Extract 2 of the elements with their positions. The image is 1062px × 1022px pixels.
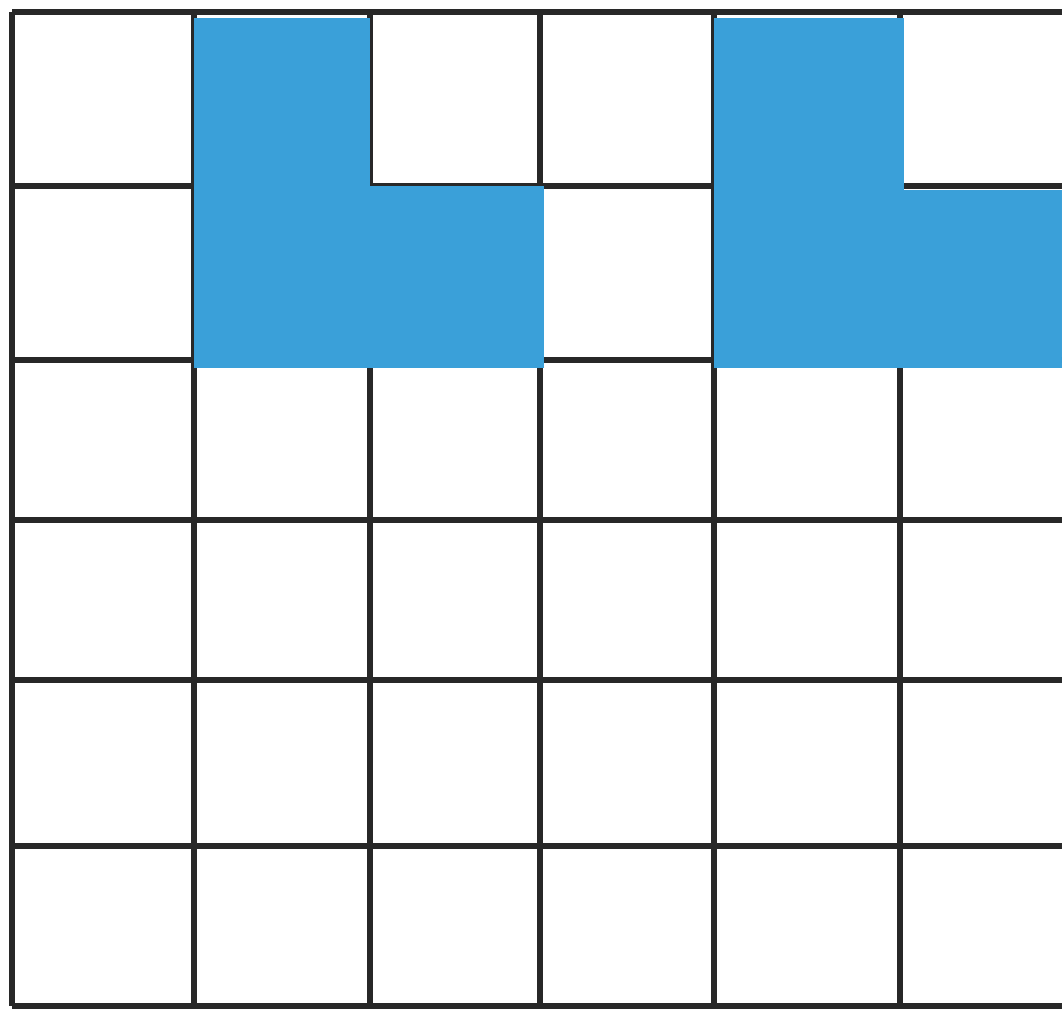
shaded-l-shape — [194, 18, 544, 368]
shaded-l-shape — [714, 18, 1062, 368]
